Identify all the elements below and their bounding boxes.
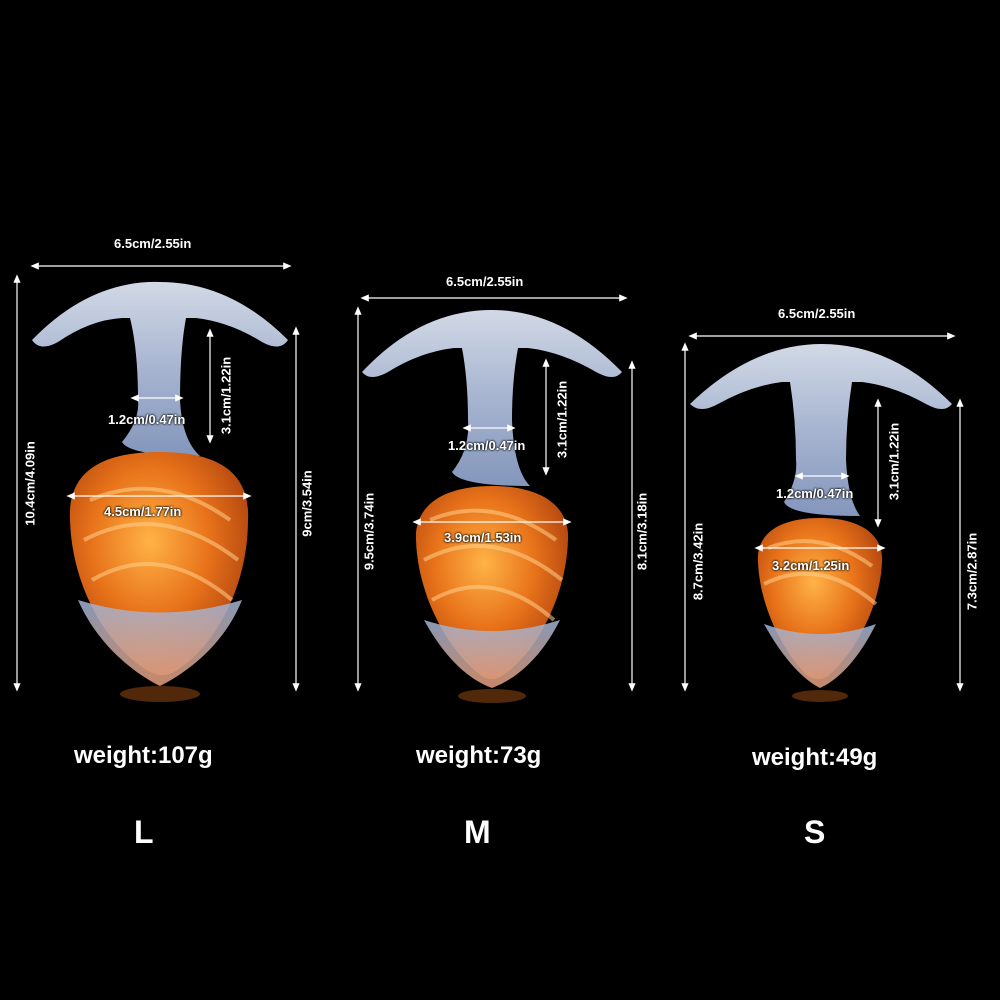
weight-label-s: weight:49g — [752, 744, 878, 771]
weight-label-m: weight:73g — [416, 742, 542, 769]
width-label-m: 6.5cm/2.55in — [446, 274, 524, 289]
neck-width-label-l: 1.2cm/0.47in — [108, 412, 186, 427]
total-height-label-l: 10.4cm/4.09in — [22, 441, 38, 526]
dimension-lines — [13, 262, 964, 692]
bulb-width-label-m: 3.9cm/1.53in — [444, 530, 522, 545]
bulb-width-label-l: 4.5cm/1.77in — [104, 504, 182, 519]
neck-length-label-l: 3.1cm/1.22in — [218, 356, 234, 435]
neck-width-label-s: 1.2cm/0.47in — [776, 486, 854, 501]
width-label-s: 6.5cm/2.55in — [778, 306, 856, 321]
neck-length-label-m: 3.1cm/1.22in — [554, 380, 570, 459]
size-label-m: M — [464, 814, 491, 850]
product-large — [32, 281, 288, 702]
bulb-tip-m — [424, 620, 560, 688]
weight-label-l: weight:107g — [74, 742, 213, 769]
base-flange-m — [362, 310, 622, 486]
base-flange-s — [690, 344, 952, 516]
insert-height-label-s: 7.3cm/2.87in — [964, 532, 980, 611]
bulb-width-label-s: 3.2cm/1.25in — [772, 558, 850, 573]
insert-height-label-l: 9cm/3.54in — [299, 470, 315, 537]
bulb-tip-s — [764, 624, 876, 688]
bulb-tip-l — [78, 600, 242, 686]
size-label-l: L — [134, 814, 154, 850]
product-medium — [362, 310, 622, 703]
insert-height-label-m: 8.1cm/3.18in — [634, 492, 650, 571]
size-label-s: S — [804, 814, 826, 850]
width-label-l: 6.5cm/2.55in — [114, 236, 192, 251]
total-height-label-s: 8.7cm/3.42in — [690, 522, 706, 601]
total-height-label-m: 9.5cm/3.74in — [361, 492, 377, 571]
base-flange-l — [32, 281, 288, 456]
neck-width-label-m: 1.2cm/0.47in — [448, 438, 526, 453]
product-small — [690, 344, 952, 702]
neck-length-label-s: 3.1cm/1.22in — [886, 422, 902, 501]
